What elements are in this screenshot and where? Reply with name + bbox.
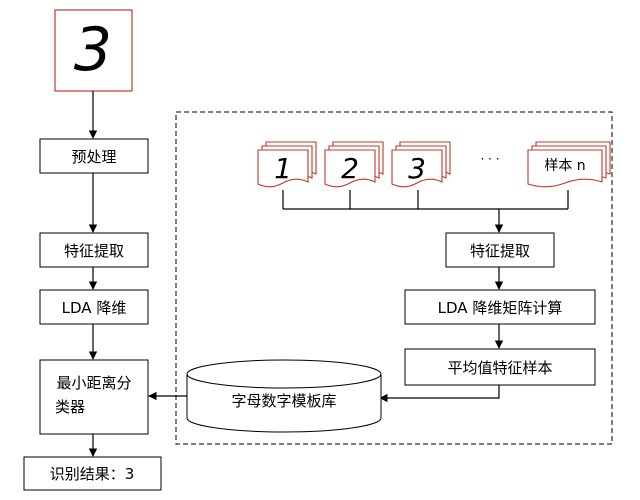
svg-text:字母数字模板库: 字母数字模板库: [231, 392, 336, 410]
input-image: 3: [54, 9, 133, 92]
feature-extract-right-box: 特征提取: [445, 232, 555, 268]
min-distance-classifier-box: 最小距离分 类器: [39, 359, 149, 435]
sample-label: 样本 n: [544, 158, 585, 174]
svg-text:识别结果：3: 识别结果：3: [50, 465, 135, 483]
feature-extract-left-box: 特征提取: [39, 232, 149, 268]
ellipsis: · · ·: [480, 152, 499, 166]
lda-matrix-box: LDA 降维矩阵计算: [404, 289, 596, 325]
svg-text:类器: 类器: [55, 398, 85, 416]
training-region: [175, 111, 613, 445]
training-samples: 1 2 3 样本 n: [257, 141, 611, 188]
svg-text:LDA 降维矩阵计算: LDA 降维矩阵计算: [438, 299, 563, 317]
result-box: 识别结果：3: [23, 456, 162, 491]
sample-label: 3: [408, 152, 426, 185]
sample-label: 1: [274, 152, 292, 185]
sample-stack-n: 样本 n: [527, 141, 611, 188]
input-digit: 3: [74, 15, 112, 85]
lda-reduce-box: LDA 降维: [39, 289, 149, 325]
svg-text:特征提取: 特征提取: [470, 242, 530, 260]
sample-stack-2: 2: [324, 141, 384, 188]
svg-text:LDA 降维: LDA 降维: [62, 299, 127, 317]
arrow-mean-to-database: [379, 385, 500, 403]
sample-stack-3: 3: [391, 141, 451, 188]
svg-text:平均值特征样本: 平均值特征样本: [447, 359, 552, 377]
template-database: 字母数字模板库: [186, 359, 382, 433]
mean-feature-box: 平均值特征样本: [404, 348, 596, 386]
svg-text:预处理: 预处理: [71, 148, 116, 166]
svg-text:最小距离分: 最小距离分: [56, 374, 131, 392]
svg-text:特征提取: 特征提取: [64, 242, 124, 260]
sample-label: 2: [341, 152, 359, 185]
sample-connector: [282, 190, 569, 233]
preprocess-box: 预处理: [39, 138, 149, 174]
sample-stack-1: 1: [257, 141, 317, 188]
